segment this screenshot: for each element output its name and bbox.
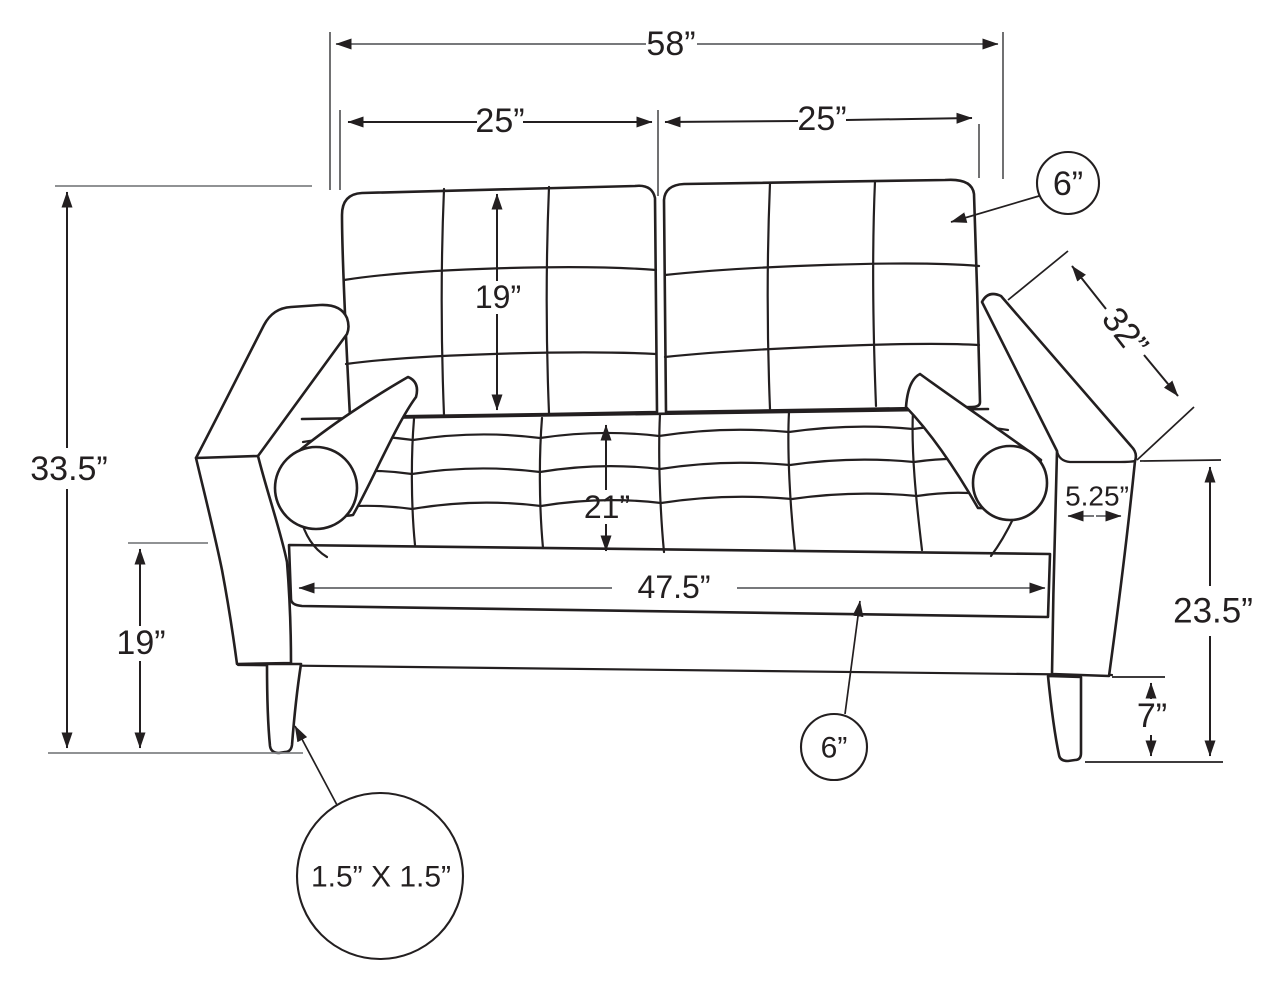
backrest-seam <box>342 266 658 282</box>
callout-back-thickness: 6” <box>950 150 1101 223</box>
dim-arm-height: 23.5” <box>1085 459 1253 763</box>
extension-tick <box>1139 459 1222 462</box>
label-back-cushion-height: 19” <box>475 279 521 315</box>
dim-leg-height: 7” <box>1112 676 1167 757</box>
right-arm <box>980 292 1138 678</box>
leader-line <box>950 195 1040 223</box>
seat-center-seam <box>658 412 666 554</box>
callout-circle <box>1035 150 1101 216</box>
backrest-left-outline <box>340 184 659 419</box>
callout-base-thickness: 6” <box>799 600 869 782</box>
label-leg-section: 1.5” X 1.5” <box>311 861 451 894</box>
backrest-seam <box>766 181 772 411</box>
seat-seam <box>787 410 797 553</box>
label-overall-width: 58” <box>646 25 695 63</box>
left-bolster-end <box>273 445 359 531</box>
dim-seat-width: 47.5” <box>298 569 1046 605</box>
callout-circle <box>295 791 465 961</box>
dimension-line <box>664 116 799 128</box>
dimension-line <box>845 112 973 124</box>
label-seat-width: 47.5” <box>638 569 711 605</box>
seat-cushion-tufting <box>295 409 1010 554</box>
dimension-line <box>1071 265 1107 310</box>
seat-seam <box>538 416 545 550</box>
backrest-right-cushion <box>662 178 982 414</box>
label-back-thickness: 6” <box>1053 165 1083 203</box>
seat-base-panel <box>287 543 1052 619</box>
dim-back-cushion-height: 19” <box>475 193 521 411</box>
callout-leg-section: 1.5” X 1.5” <box>294 725 465 961</box>
backrest-seam <box>545 185 551 415</box>
extension-tick <box>1007 250 1069 301</box>
dim-arm-width: 5.25” <box>1065 481 1129 522</box>
backrest-seam <box>663 342 981 359</box>
extension-tick <box>1136 406 1195 461</box>
label-seat-cushion-depth: 21” <box>584 489 630 525</box>
front-left-leg <box>265 662 303 755</box>
sofa-drawing <box>194 178 1138 763</box>
left-arm-front <box>194 454 293 666</box>
backrest-right-outline <box>662 178 982 414</box>
dim-back-cushions: 25” 25” <box>339 100 980 196</box>
front-right-leg <box>1046 674 1083 763</box>
dim-seat-cushion: 21” <box>584 424 630 552</box>
left-arm <box>194 303 350 666</box>
dimension-line <box>1143 354 1179 397</box>
label-back-cushion-left: 25” <box>475 102 524 140</box>
right-arm-front-edge <box>1055 449 1137 464</box>
dim-overall-width: 58” <box>329 25 1004 190</box>
label-arm-width: 5.25” <box>1065 481 1129 512</box>
right-arm-outline <box>980 292 1138 678</box>
callout-circle <box>799 712 869 782</box>
seat-seam <box>911 409 924 552</box>
frame-bottom-rail <box>236 663 1114 677</box>
left-bolster-pillow <box>273 375 419 531</box>
label-arm-height: 23.5” <box>1173 592 1253 631</box>
label-leg-height: 7” <box>1137 697 1167 735</box>
label-seat-height: 19” <box>116 624 165 662</box>
dim-seat-height: 19” <box>116 542 208 749</box>
seat-seam <box>410 417 417 547</box>
backrest-seam <box>344 351 658 366</box>
backrest-seam <box>440 187 446 417</box>
label-back-cushion-right: 25” <box>797 100 846 138</box>
leader-line <box>294 725 338 806</box>
backrest-left-cushion <box>340 184 659 419</box>
leader-line <box>844 600 864 715</box>
label-overall-height: 33.5” <box>30 450 108 488</box>
label-base-thickness: 6” <box>821 732 848 765</box>
dim-overall-height: 33.5” <box>30 185 312 754</box>
backrest-seam <box>872 179 878 408</box>
seat-back-junction-line <box>300 407 990 421</box>
right-bolster-end <box>971 444 1049 522</box>
right-bolster-pillow <box>904 372 1049 522</box>
backrest-seam <box>663 262 981 277</box>
